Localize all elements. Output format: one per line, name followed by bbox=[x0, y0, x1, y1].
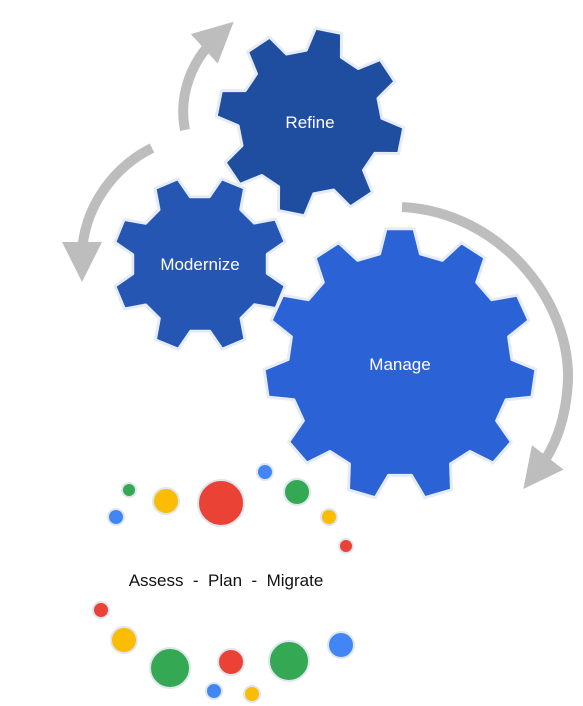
gear-label-manage: Manage bbox=[369, 355, 430, 374]
cycle-arrow-to-modernize bbox=[62, 143, 155, 282]
dot bbox=[92, 601, 110, 619]
dot bbox=[205, 682, 223, 700]
gear-manage-shape bbox=[262, 227, 538, 500]
gear-label-modernize: Modernize bbox=[160, 255, 239, 274]
dot bbox=[268, 640, 310, 682]
dot bbox=[283, 478, 311, 506]
dot bbox=[320, 508, 338, 526]
decorative-dots-lower bbox=[92, 601, 355, 703]
gear-refine-shape bbox=[214, 26, 406, 218]
dot bbox=[149, 647, 191, 689]
dot bbox=[107, 508, 125, 526]
dot bbox=[327, 631, 355, 659]
dot bbox=[256, 463, 274, 481]
gear-manage bbox=[262, 227, 538, 500]
dot bbox=[110, 626, 138, 654]
cycle-arrow-to-manage bbox=[401, 202, 574, 489]
dot bbox=[121, 482, 137, 498]
gear-refine bbox=[214, 26, 406, 218]
dot bbox=[197, 479, 245, 527]
gear-label-refine: Refine bbox=[285, 113, 334, 132]
decorative-dots-upper bbox=[107, 463, 354, 554]
gear-modernize bbox=[113, 177, 287, 351]
gear-modernize-shape bbox=[113, 177, 287, 351]
dot bbox=[338, 538, 354, 554]
dot bbox=[152, 487, 180, 515]
caption-assess-plan-migrate: Assess - Plan - Migrate bbox=[129, 571, 324, 590]
dot bbox=[243, 685, 261, 703]
cycle-arrow-to-refine bbox=[178, 21, 234, 131]
dot bbox=[217, 648, 245, 676]
